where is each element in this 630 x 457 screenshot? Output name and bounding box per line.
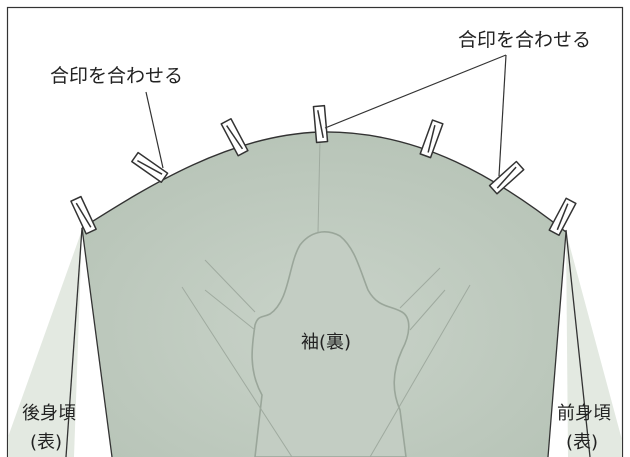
- front-bodice-edge: [565, 229, 591, 457]
- pin-icon: [70, 195, 97, 235]
- back-bodice-edge: [65, 227, 83, 457]
- pin-icon: [488, 160, 525, 195]
- pins: [70, 104, 577, 236]
- frame-border: [6, 6, 624, 457]
- armhole-outline: [251, 231, 410, 457]
- leader-lines: [145, 54, 507, 177]
- front-bodice-side-label: (表): [566, 432, 598, 453]
- pin-icon: [548, 197, 577, 236]
- back-bodice-label: 後身頃: [22, 403, 76, 424]
- sleeve-guide-lines: [181, 139, 471, 457]
- sleeve-label: 袖(裏): [301, 332, 351, 353]
- front-bodice-shape: [566, 232, 622, 457]
- sleeve-left-edge: [81, 227, 113, 457]
- back-bodice-side-label: (表): [30, 432, 62, 453]
- match-marks-label-right: 合印を合わせる: [458, 29, 591, 51]
- pin-icon: [312, 104, 329, 144]
- back-bodice-shape: [8, 230, 82, 457]
- sleeve-right-edge: [547, 231, 567, 457]
- pin-icon: [131, 151, 169, 183]
- match-marks-label-left: 合印を合わせる: [50, 65, 183, 87]
- pin-icon: [419, 119, 444, 159]
- pin-icon: [220, 118, 249, 157]
- front-bodice-label: 前身頃: [557, 403, 611, 424]
